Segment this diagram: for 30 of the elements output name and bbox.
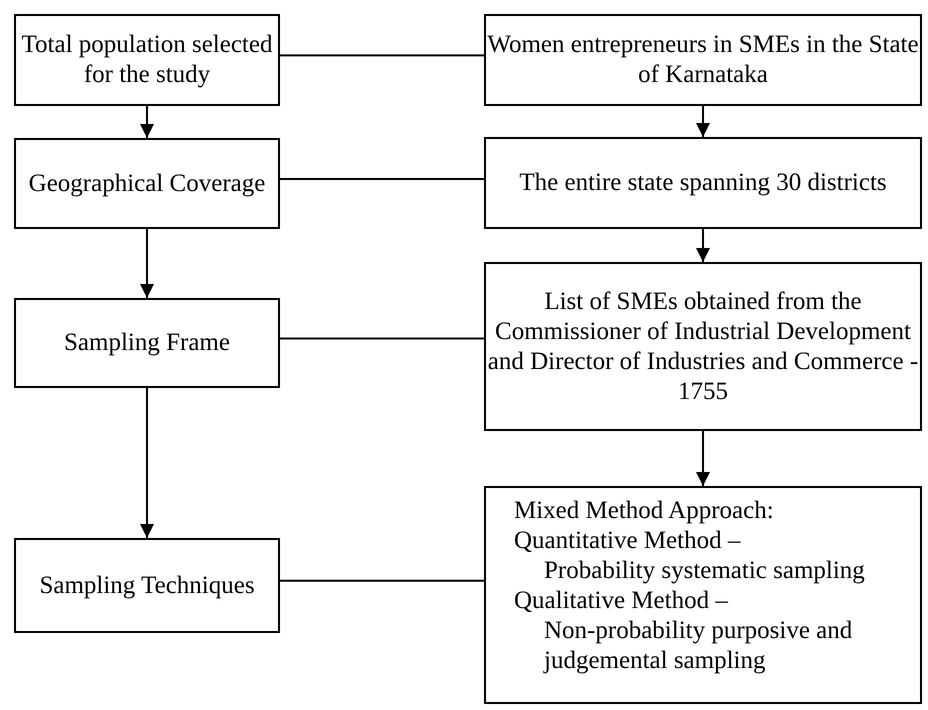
arrow xyxy=(140,106,154,138)
connector-line xyxy=(280,54,484,56)
process-box xyxy=(484,14,922,106)
box-text: List of SMEs obtained from the Commissioner of Industrial Development and Director of Industries and Commerce - 1755 xyxy=(486,286,920,406)
process-box xyxy=(484,486,922,704)
box-text: Women entrepreneurs in SMEs in the State of Karnataka xyxy=(486,30,920,90)
box-text: Sampling Frame xyxy=(64,328,230,358)
arrow xyxy=(140,229,154,298)
box-text: Qualitative Method – xyxy=(514,586,728,616)
process-box xyxy=(484,137,922,229)
box-text: Sampling Techniques xyxy=(39,570,255,600)
connector-line xyxy=(280,580,484,582)
process-box xyxy=(14,138,280,229)
arrow xyxy=(140,388,154,538)
process-box xyxy=(484,262,922,431)
box-text: Total population selected for the study xyxy=(20,30,274,90)
box-text: Geographical Coverage xyxy=(28,168,266,198)
box-text: Mixed Method Approach: xyxy=(514,496,774,526)
process-box xyxy=(14,298,280,388)
box-text: Non-probability purposive and judgemental sampling xyxy=(542,616,854,676)
arrow xyxy=(696,431,710,486)
box-text: Probability systematic sampling xyxy=(543,556,865,586)
process-box xyxy=(14,538,280,633)
process-box xyxy=(14,14,280,106)
box-text: Quantitative Method – xyxy=(514,526,740,556)
arrow xyxy=(696,229,710,262)
connector-line xyxy=(280,338,484,340)
arrow xyxy=(696,106,710,137)
connector-line xyxy=(280,178,484,180)
box-text: The entire state spanning 30 districts xyxy=(519,168,887,198)
